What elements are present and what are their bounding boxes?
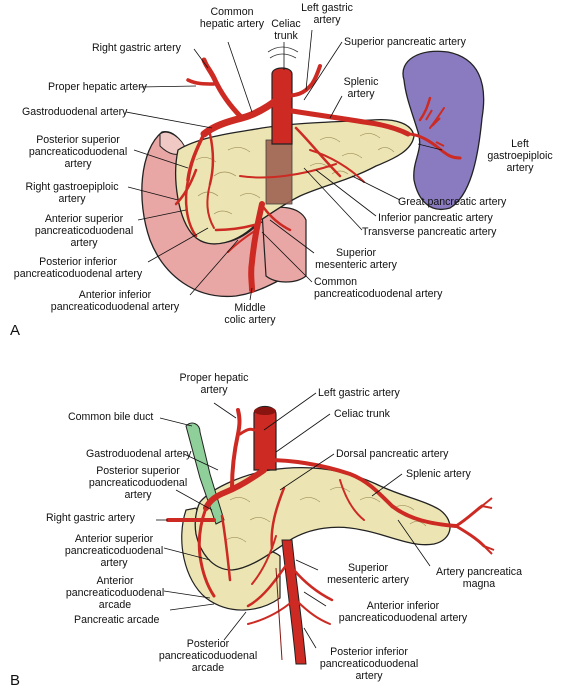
label-b-splenic-artery: Splenic artery — [406, 468, 471, 480]
label-b-right-gastric-artery: Right gastric artery — [46, 512, 135, 524]
label-a-great-pancreatic-artery: Great pancreatic artery — [398, 196, 507, 208]
label-a-superior-pancreatic-artery: Superior pancreatic artery — [344, 36, 466, 48]
panel-b-letter: B — [10, 672, 21, 689]
label-a-proper-hepatic-artery: Proper hepatic artery — [48, 81, 147, 93]
panel-a-illustration — [125, 29, 485, 301]
label-b-pancreatic-arcade: Pancreatic arcade — [74, 614, 160, 626]
label-b-left-gastric-artery: Left gastric artery — [318, 387, 400, 399]
panel-a-letter: A — [10, 322, 21, 339]
label-b-celiac-trunk: Celiac trunk — [334, 408, 390, 420]
label-b-dorsal-pancreatic-artery: Dorsal pancreatic artery — [336, 448, 449, 460]
label-a-gastroduodenal-artery: Gastroduodenal artery — [22, 106, 128, 118]
label-b-common-bile-duct: Common bile duct — [68, 411, 154, 423]
pancreas-b — [194, 467, 451, 571]
label-b-gastroduodenal-artery: Gastroduodenal artery — [86, 448, 192, 460]
aorta-segment — [265, 139, 293, 205]
jejunum — [261, 206, 307, 283]
panel-b-illustration — [156, 392, 495, 665]
spleen — [402, 50, 485, 210]
label-a-inferior-pancreatic-artery: Inferior pancreatic artery — [378, 212, 493, 224]
label-a-transverse-pancreatic-artery: Transverse pancreatic artery — [362, 226, 497, 238]
label-a-right-gastric-artery: Right gastric artery — [92, 42, 181, 54]
